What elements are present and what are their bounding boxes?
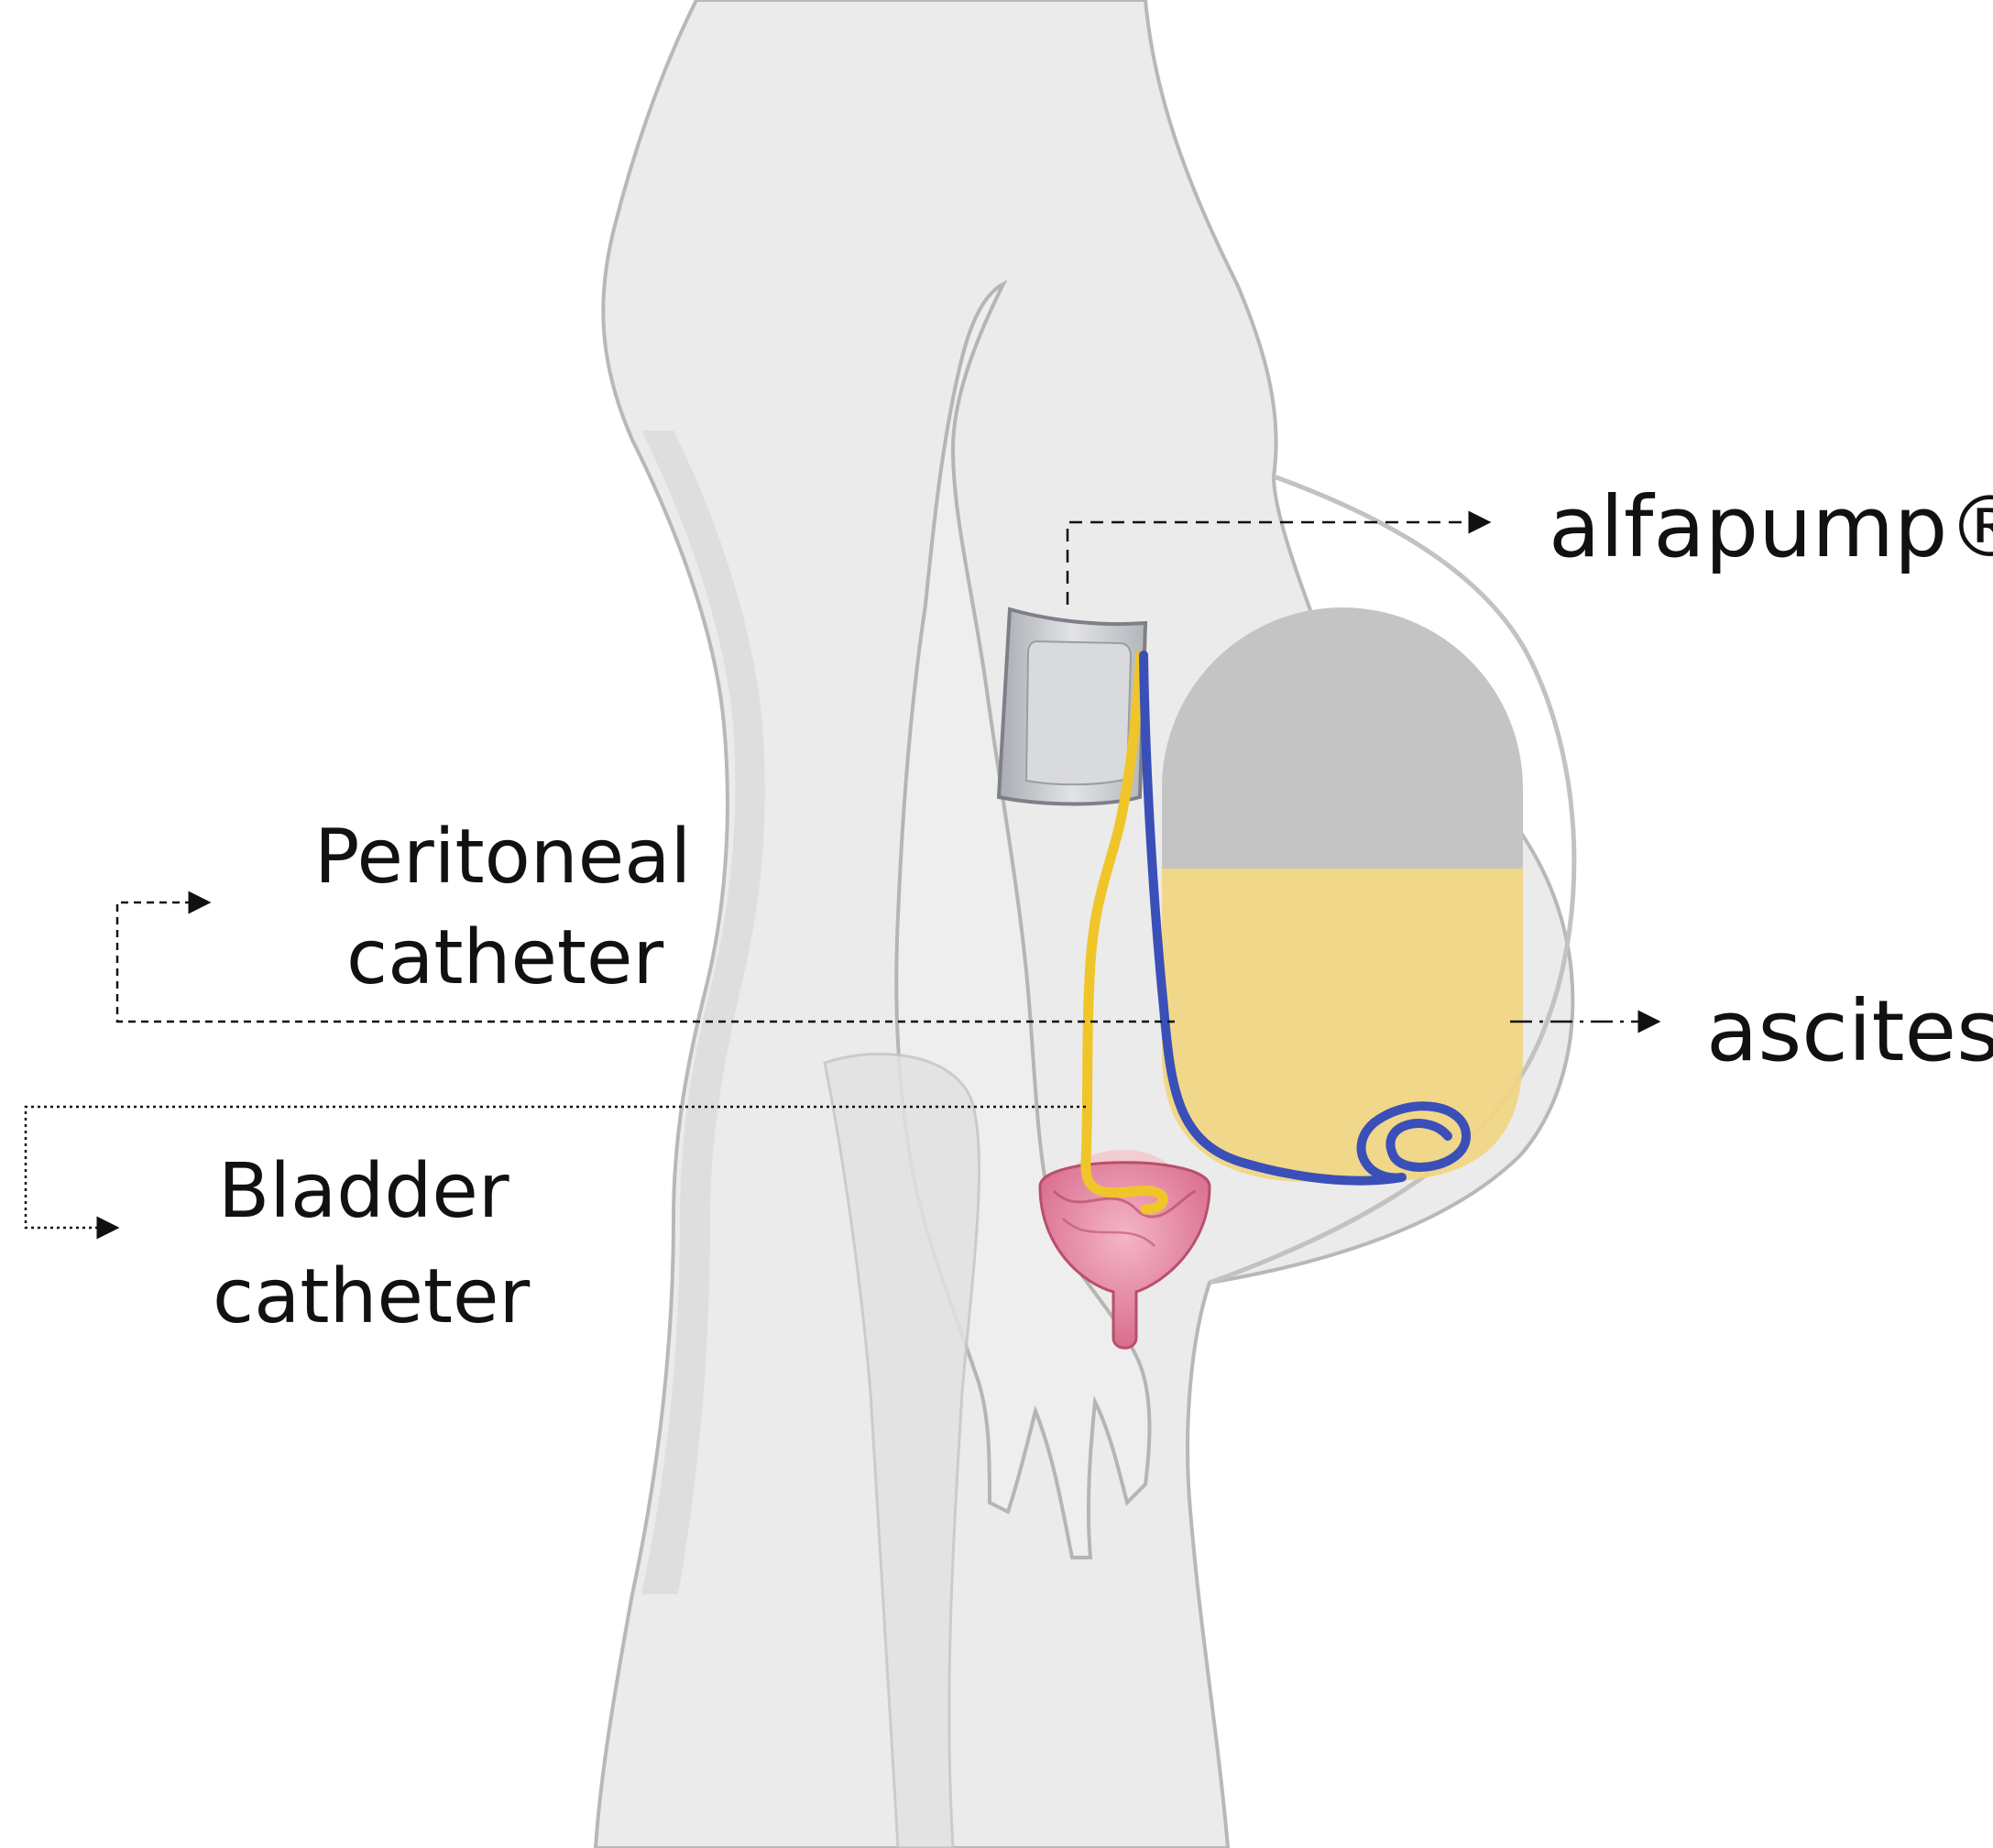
- peritoneal-leader: [115, 891, 1175, 1023]
- human-silhouette: [593, 0, 1577, 1848]
- bladder: [1038, 1150, 1211, 1350]
- bladder-catheter-label-line1: Bladder: [218, 1148, 509, 1235]
- ascites-air-region: [1162, 607, 1523, 869]
- alfapump-label: alfapump®: [1549, 478, 1993, 576]
- peritoneal-catheter-label-line1: Peritoneal: [314, 814, 692, 901]
- peritoneal-catheter-label-line2: catheter: [346, 914, 664, 1001]
- alfapump-device: [996, 607, 1148, 806]
- peritoneal-catheter-tube: [1139, 651, 1471, 1186]
- alfapump-leader: [1066, 510, 1492, 605]
- ascites-label: ascites: [1706, 982, 1993, 1080]
- leader-lines: [24, 510, 1661, 1240]
- torso-body: [593, 0, 1575, 1848]
- leg-shadow: [823, 1052, 981, 1848]
- ascites-cavity: [1162, 607, 1523, 1182]
- back-shadow: [641, 431, 765, 1594]
- bladder-catheter-tube: [1080, 650, 1168, 1215]
- bladder-catheter-label-line2: catheter: [213, 1253, 531, 1340]
- bladder-leader: [24, 1105, 1086, 1240]
